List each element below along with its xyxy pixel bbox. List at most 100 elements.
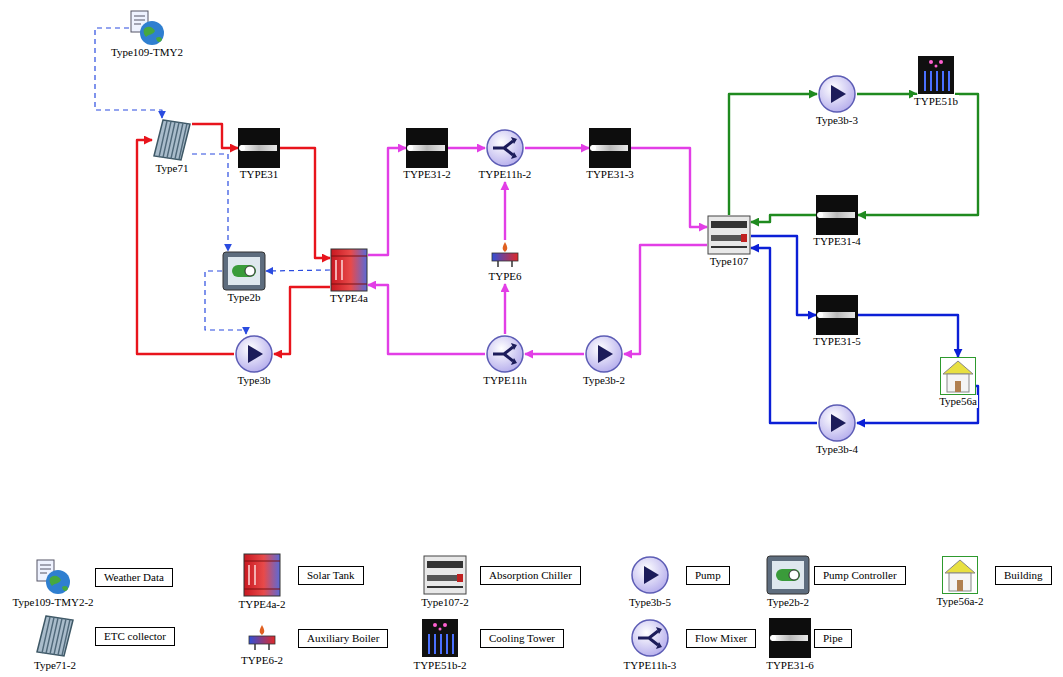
component-label: Type3b-4: [815, 443, 859, 456]
collector-icon: [152, 118, 192, 162]
component-label: TYPE11h-2: [478, 168, 533, 181]
component-block: Type3b-4: [815, 403, 859, 456]
flow-line: [368, 285, 485, 354]
flow-line: [525, 147, 589, 149]
component-block: TYPE31-4: [812, 195, 862, 248]
component-label: Type56a: [938, 395, 978, 408]
component-block: Type109-TMY2: [110, 10, 184, 59]
component-label: Type3b-2: [582, 374, 626, 387]
pipe-icon: [406, 128, 448, 168]
component-name: TYPE51b-2: [412, 659, 467, 672]
pipe-icon: [238, 128, 280, 168]
flow-line: [631, 148, 707, 227]
mixer-icon: [485, 128, 525, 168]
building-icon: [940, 357, 976, 395]
component-block: Type2b: [222, 251, 266, 304]
component-block: TYPE11h: [482, 334, 528, 387]
flow-line: [858, 315, 958, 357]
legend-icon: [422, 619, 458, 657]
component-block: TYPE51b: [913, 55, 959, 108]
legend-icon: [37, 560, 70, 594]
pump-icon: [817, 74, 857, 114]
flow-line: [858, 94, 978, 215]
legend-icon: [632, 557, 668, 593]
legend-icon: [249, 625, 275, 650]
pipe-icon: [816, 295, 858, 335]
flow-line: [857, 93, 917, 95]
component-name: TYPE6-2: [240, 654, 284, 667]
legend-box: ETC collector: [95, 627, 175, 646]
flow-line: [525, 353, 584, 355]
flow-line: [504, 284, 506, 334]
legend-box: Auxiliary Boiler: [298, 629, 388, 648]
mixer-icon: [485, 334, 525, 374]
component-label: TYPE31: [239, 168, 280, 181]
component-block: TYPE4a: [329, 248, 369, 305]
flow-line: [504, 182, 506, 240]
component-label: TYPE11h: [482, 374, 528, 387]
component-name: TYPE11h-3: [623, 659, 678, 672]
flow-line: [137, 140, 234, 354]
flow-line: [192, 154, 228, 251]
component-name: Type56a-2: [936, 595, 985, 608]
tank-icon: [330, 248, 368, 292]
component-label: Type2b: [227, 291, 262, 304]
component-label: Type109-TMY2: [110, 46, 184, 59]
component-label: TYPE31-2: [402, 168, 452, 181]
component-name: Type3b-5: [628, 596, 672, 609]
boiler-icon: [490, 240, 520, 270]
component-block: TYPE6: [488, 240, 523, 283]
component-block: Type56a: [938, 357, 978, 408]
legend-icons: [37, 554, 978, 658]
component-name: Type71-2: [33, 659, 77, 672]
pump-icon: [817, 403, 857, 443]
legend-box: Building: [995, 566, 1052, 585]
component-name: Type109-TMY2-2: [11, 596, 94, 609]
component-name: TYPE31-6: [765, 659, 815, 672]
flow-line: [266, 270, 330, 271]
flow-line: [624, 245, 707, 354]
flow-line: [751, 248, 817, 423]
legend-box: Pump Controller: [814, 566, 906, 585]
flow-line: [274, 287, 330, 354]
component-block: Type71: [152, 118, 192, 175]
component-block: TYPE11h-2: [478, 128, 533, 181]
legend-box: Absorption Chiller: [480, 566, 581, 585]
flow-line: [729, 94, 817, 215]
legend-box: Cooling Tower: [480, 629, 564, 648]
pump-icon: [584, 334, 624, 374]
pipe-icon: [816, 195, 858, 235]
legend-box: Flow Mixer: [686, 629, 756, 648]
flow-line: [751, 215, 816, 222]
legend-box: Weather Data: [95, 568, 173, 587]
component-block: Type3b-2: [582, 334, 626, 387]
legend-icon: [37, 616, 73, 656]
component-name: Type107-2: [420, 596, 470, 609]
legend-box: Pump: [686, 566, 730, 585]
legend-icon: [244, 554, 280, 596]
controller-icon: [222, 251, 266, 291]
component-label: Type71: [155, 162, 190, 175]
component-label: TYPE31-4: [812, 235, 862, 248]
component-block: Type3b-3: [815, 74, 859, 127]
component-block: TYPE31-3: [585, 128, 635, 181]
component-label: TYPE6: [488, 270, 523, 283]
component-label: Type3b: [237, 374, 272, 387]
flow-line: [192, 124, 238, 148]
legend-box: Pipe: [814, 629, 852, 648]
component-label: TYPE4a: [329, 292, 369, 305]
component-block: TYPE31: [238, 128, 280, 181]
legend-icon: [767, 556, 809, 594]
legend-box: Solar Tank: [298, 566, 364, 585]
legend-icon: [769, 618, 811, 658]
component-label: TYPE31-5: [812, 335, 862, 348]
legend-icon: [942, 556, 978, 594]
component-label: TYPE51b: [913, 95, 959, 108]
component-block: TYPE31-5: [812, 295, 862, 348]
chiller-icon: [707, 215, 751, 255]
legend-icon: [632, 620, 668, 656]
pipe-icon: [589, 128, 631, 168]
component-block: Type107: [707, 215, 751, 268]
weather-icon: [129, 10, 165, 46]
flow-line: [448, 147, 485, 149]
